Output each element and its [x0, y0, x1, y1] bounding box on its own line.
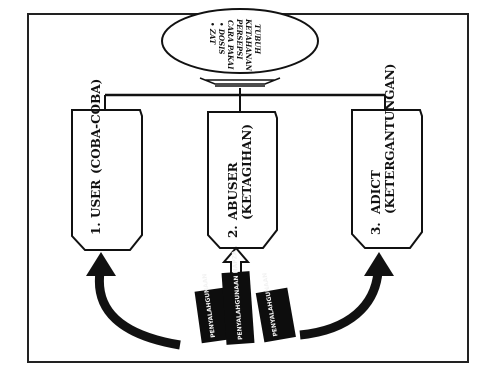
stage-label-abuser: 2. ABUSER (KETAGIHAN) — [226, 124, 254, 238]
oval-line-5: KETAHANAN — [244, 18, 253, 72]
stage-subtitle-abuser: (KETAGIHAN) — [240, 124, 254, 220]
curved-arrow-left — [94, 271, 181, 350]
stage-label-user: 1. USER (COBA-COBA) — [89, 79, 103, 235]
oval-line-2: • DOSIS — [217, 22, 226, 54]
oval-line-3: CARA PAKAI — [226, 20, 235, 70]
stage-subtitle-user: (COBA-COBA) — [89, 79, 103, 174]
factors-oval-lines: • ZAT • DOSIS CARA PAKAI PERSEPSI KETAHA… — [208, 18, 262, 72]
stage-box-abuser — [207, 111, 278, 249]
oval-line-1: • ZAT — [208, 22, 217, 45]
oval-connector — [199, 77, 281, 87]
block-right — [255, 287, 296, 343]
stage-subtitle-adict: (KETERGANTUNGAN) — [383, 64, 397, 214]
stage-number-abuser: 2. — [226, 225, 240, 238]
bottom-blocks: PENYALAHGUNAAN PENYALAHGUNAAN NAPZA PENY… — [194, 250, 296, 345]
stage-box-user — [71, 109, 143, 251]
curved-arrow-right-head — [364, 252, 394, 276]
oval-line-6: TUBUH — [253, 24, 262, 54]
stage-box-adict — [351, 109, 423, 249]
stage-title-abuser: ABUSER — [226, 161, 240, 221]
stage-title-user: USER — [89, 179, 103, 218]
factors-oval — [161, 8, 319, 74]
stage-label-adict: 3. ADICT (KETERGANTUNGAN) — [369, 64, 397, 235]
stage-title-adict: ADICT — [369, 170, 383, 215]
curved-arrow-left-head — [86, 252, 116, 276]
stage-number-user: 1. — [89, 222, 103, 235]
curved-arrow-right — [299, 271, 383, 340]
block-center — [221, 271, 255, 345]
oval-line-4: PERSEPSI — [235, 18, 244, 60]
stage-number-adict: 3. — [369, 222, 383, 235]
